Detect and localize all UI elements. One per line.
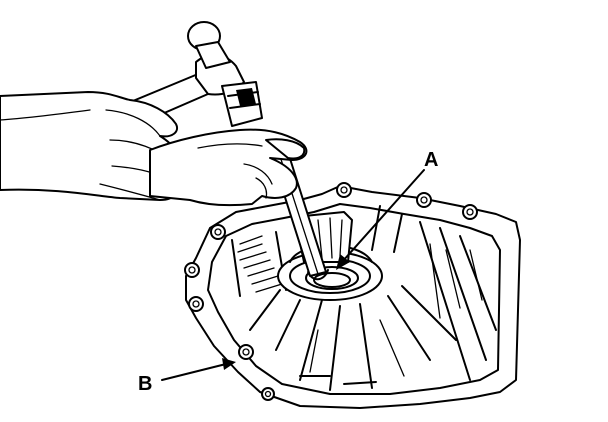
oil-seal: [277, 244, 383, 301]
housing-ribs: [249, 205, 497, 391]
callout-a: A: [336, 149, 438, 270]
callout-b: B: [138, 358, 236, 395]
right-hand: [149, 128, 308, 207]
callout-b-label: B: [138, 373, 152, 395]
flange-bolt-bosses: [184, 182, 478, 401]
callout-a-label: A: [424, 149, 438, 171]
transmission-housing: [184, 182, 521, 409]
